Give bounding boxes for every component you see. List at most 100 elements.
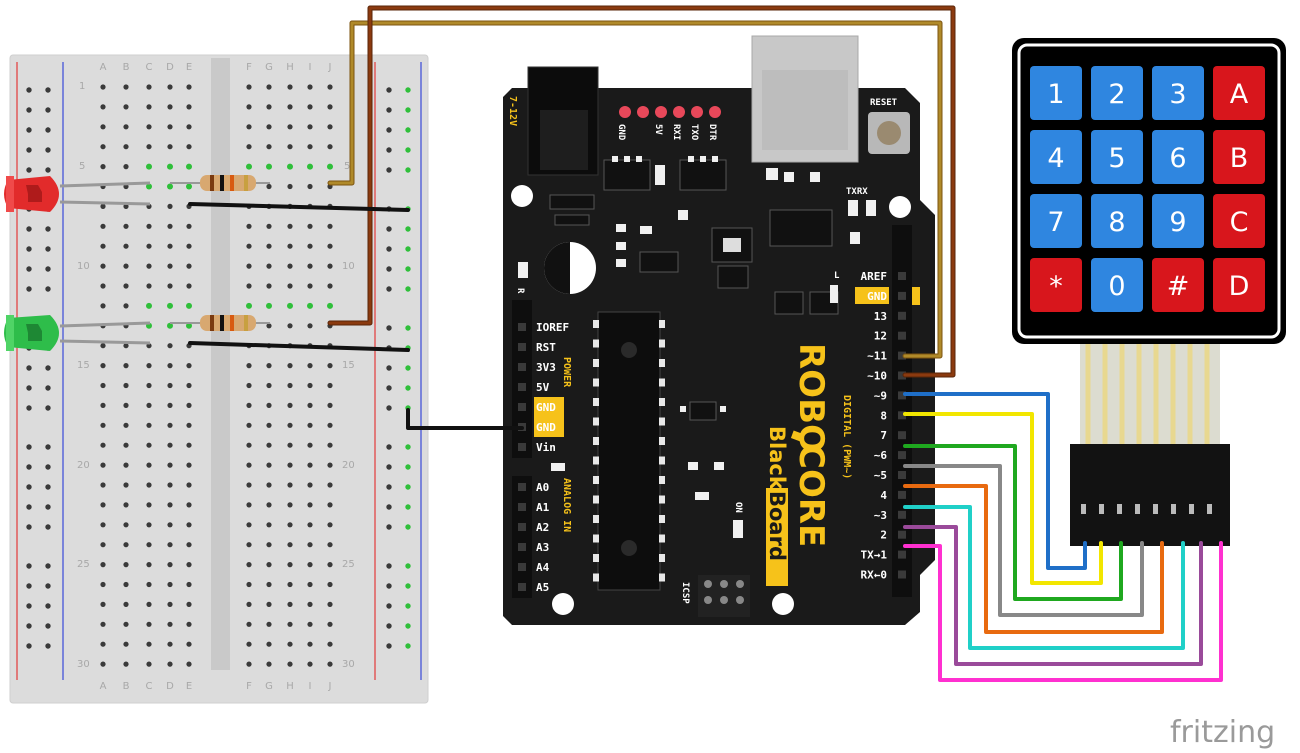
keypad-key[interactable]: # xyxy=(1152,258,1204,312)
breadboard-hole xyxy=(167,661,173,667)
keypad-key[interactable]: 5 xyxy=(1091,130,1143,184)
rail-hole xyxy=(26,246,32,252)
breadboard-hole xyxy=(287,621,293,627)
column-letters: A B C D E F G H I J A B C D E F G H I J xyxy=(100,62,332,692)
keypad-key[interactable]: 9 xyxy=(1152,194,1204,248)
breadboard-hole xyxy=(266,621,272,627)
analog-pin-label: A0 xyxy=(536,481,549,494)
breadboard-hole xyxy=(167,322,173,329)
breadboard-hole xyxy=(287,283,293,289)
breadboard-hole xyxy=(287,482,293,488)
smd-components xyxy=(518,156,876,538)
power-pin-hole xyxy=(518,363,526,371)
breadboard-hole xyxy=(327,462,333,468)
led-l-label: L xyxy=(834,271,840,281)
breadboard-hole xyxy=(146,163,152,170)
rail-hole xyxy=(26,524,32,530)
rail-hole xyxy=(386,643,392,649)
breadboard-hole xyxy=(307,522,313,528)
keypad-key[interactable]: B xyxy=(1213,130,1265,184)
breadboard-hole xyxy=(146,562,152,568)
breadboard-hole xyxy=(146,522,152,528)
rail-hole xyxy=(405,524,411,530)
breadboard-hole xyxy=(246,442,252,448)
power-pin-hole xyxy=(518,443,526,451)
keypad-key[interactable]: 6 xyxy=(1152,130,1204,184)
rail-hole xyxy=(405,504,411,510)
breadboard-hole xyxy=(266,502,272,508)
rail-hole xyxy=(405,603,411,609)
breadboard-hole xyxy=(123,223,129,229)
row-number: 20 xyxy=(77,460,90,471)
power-pin-label: GND xyxy=(536,421,556,434)
breadboard-hole xyxy=(167,124,173,130)
breadboard-hole xyxy=(246,562,252,568)
breadboard-hole xyxy=(186,104,192,110)
chip-pin xyxy=(659,554,665,562)
breadboard-hole xyxy=(100,303,106,309)
keypad-key[interactable]: 0 xyxy=(1091,258,1143,312)
keypad-key[interactable]: A xyxy=(1213,66,1265,120)
rail-hole xyxy=(45,286,51,292)
breadboard-hole xyxy=(167,183,173,190)
breadboard-hole xyxy=(146,263,152,269)
ftdi-label: TXO xyxy=(689,124,699,141)
breadboard-hole xyxy=(167,502,173,508)
breadboard-hole xyxy=(246,641,252,647)
rail-hole xyxy=(26,444,32,450)
keypad-key[interactable]: 7 xyxy=(1030,194,1082,248)
wire-pin5 xyxy=(903,484,1164,634)
rail-hole xyxy=(45,365,51,371)
breadboard-hole xyxy=(246,522,252,528)
breadboard-hole xyxy=(307,402,313,408)
breadboard-hole xyxy=(123,462,129,468)
keypad-key[interactable]: 2 xyxy=(1091,66,1143,120)
keypad-key-label: D xyxy=(1229,271,1250,302)
digital-pin-hole xyxy=(898,371,906,380)
breadboard-hole xyxy=(327,124,333,130)
row-number: 10 xyxy=(342,261,355,272)
keypad-key[interactable]: D xyxy=(1213,258,1265,312)
breadboard-hole xyxy=(146,402,152,408)
rail-hole xyxy=(26,603,32,609)
col-letter: J xyxy=(328,62,332,73)
mounting-hole xyxy=(889,196,911,218)
chip-pin xyxy=(593,437,599,445)
chip-pin xyxy=(659,378,665,387)
col-letter: H xyxy=(286,62,294,73)
digital-pin-label: ~3 xyxy=(874,509,887,522)
rail-hole xyxy=(386,365,392,371)
breadboard-hole xyxy=(123,164,129,170)
keypad-key[interactable]: 4 xyxy=(1030,130,1082,184)
breadboard-hole xyxy=(167,621,173,627)
analog-pin-hole xyxy=(518,543,526,551)
keypad-key[interactable]: 3 xyxy=(1152,66,1204,120)
keypad-key[interactable]: 8 xyxy=(1091,194,1143,248)
breadboard-hole xyxy=(123,124,129,130)
breadboard-hole xyxy=(100,124,106,130)
rail-hole xyxy=(405,325,411,331)
breadboard-hole xyxy=(266,243,272,249)
rail-hole xyxy=(386,107,392,113)
breadboard-hole xyxy=(100,223,106,229)
breadboard-hole xyxy=(186,641,192,647)
breadboard-hole xyxy=(307,442,313,448)
keypad-key[interactable]: 1 xyxy=(1030,66,1082,120)
breadboard-hole xyxy=(100,562,106,568)
power-pin-hole xyxy=(518,323,526,331)
breadboard-hole xyxy=(287,84,293,90)
breadboard-hole xyxy=(186,223,192,229)
arduino-board: 7-12V GND 5V RXI TXO DTR RESET xyxy=(503,35,935,625)
breadboard-hole xyxy=(287,363,293,369)
breadboard-hole xyxy=(266,223,272,229)
keypad-key[interactable]: C xyxy=(1213,194,1265,248)
chip-pins xyxy=(593,320,665,582)
breadboard-hole xyxy=(100,482,106,488)
breadboard-hole xyxy=(307,144,313,150)
keypad-key[interactable]: * xyxy=(1030,258,1082,312)
breadboard-hole xyxy=(266,144,272,150)
rail-hole xyxy=(386,504,392,510)
col-letter: B xyxy=(123,681,130,692)
keypad-connector xyxy=(1070,444,1230,546)
